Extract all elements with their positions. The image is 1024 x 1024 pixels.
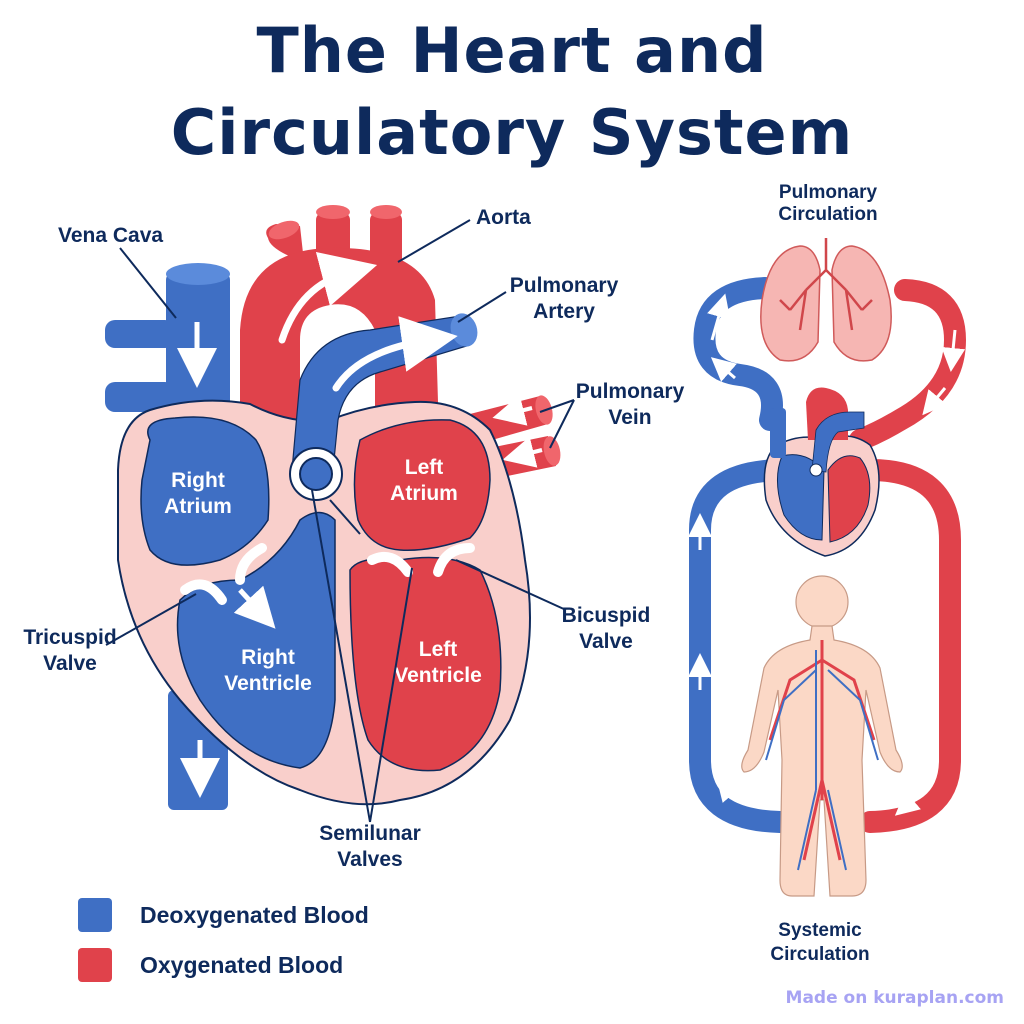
semilunar-valves-label: Valves	[337, 848, 402, 871]
left-atrium	[353, 419, 491, 551]
blue-swatch-icon	[78, 898, 112, 932]
flow-arrow-icon	[922, 387, 947, 416]
left-arrow-icon	[492, 394, 533, 426]
red-swatch-icon	[78, 948, 112, 982]
flow-arrow-icon	[710, 357, 737, 382]
flow-arrow-icon	[332, 316, 458, 392]
bicuspid-valve	[367, 543, 475, 577]
bicuspid-valve-label: Bicuspid	[562, 604, 651, 627]
pulmonary-vein-label: Vein	[608, 406, 651, 429]
flow-arrow-icon	[233, 585, 276, 629]
tricuspid-valve-label: Tricuspid	[23, 626, 116, 649]
legend-label: Deoxygenated Blood	[140, 901, 369, 928]
right-atrium	[140, 416, 270, 566]
right-atrium-label: Atrium	[164, 495, 232, 518]
legend-oxygenated: Oxygenated Blood	[78, 948, 343, 982]
bicuspid-valve-label: Valve	[579, 630, 633, 653]
semilunar-valves-label: Semilunar	[319, 822, 421, 845]
pulmonary-artery-label: Artery	[533, 300, 595, 323]
flow-arrow-icon	[716, 776, 741, 803]
leader-lines	[105, 219, 575, 823]
small-heart-icon	[763, 387, 880, 557]
pulmonary-vein-label: Pulmonary	[576, 380, 685, 403]
left-arrow-icon	[502, 436, 543, 468]
flow-arrow-icon	[941, 329, 966, 372]
systemic-circulation-label: Circulation	[770, 944, 869, 965]
vena-cava-label: Vena Cava	[58, 224, 163, 247]
lungs-icon	[760, 238, 892, 362]
flow-arrow-icon	[278, 251, 378, 344]
pulmonary-artery	[291, 313, 478, 481]
left-atrium-label: Left	[405, 456, 444, 479]
pulmonary-circulation-label: Circulation	[778, 204, 877, 225]
flow-arrow-icon	[894, 791, 921, 816]
legend-deoxygenated: Deoxygenated Blood	[78, 898, 369, 932]
left-ventricle-label: Left	[419, 638, 458, 661]
right-atrium-label: Right	[171, 469, 225, 492]
tricuspid-valve-label: Valve	[43, 652, 97, 675]
pulmonary-artery-label: Pulmonary	[510, 274, 619, 297]
page-title-line-2: Circulatory System	[170, 96, 854, 169]
circulation-diagram	[688, 238, 967, 897]
flow-arrow-icon	[707, 293, 731, 341]
legend-label: Oxygenated Blood	[140, 951, 344, 978]
left-atrium-label: Atrium	[390, 482, 458, 505]
human-body-icon	[741, 575, 903, 897]
pulmonary-circulation-label: Pulmonary	[779, 182, 878, 203]
left-ventricle-label: Ventricle	[394, 664, 482, 687]
credit-text: Made on kuraplan.com	[785, 988, 1004, 1008]
aorta-label: Aorta	[476, 206, 531, 229]
systemic-circulation-label: Systemic	[778, 920, 862, 941]
right-ventricle-label: Right	[241, 646, 295, 669]
right-ventricle-label: Ventricle	[224, 672, 312, 695]
tricuspid-valve	[180, 543, 276, 629]
page-title-line-1: The Heart and	[256, 14, 768, 87]
